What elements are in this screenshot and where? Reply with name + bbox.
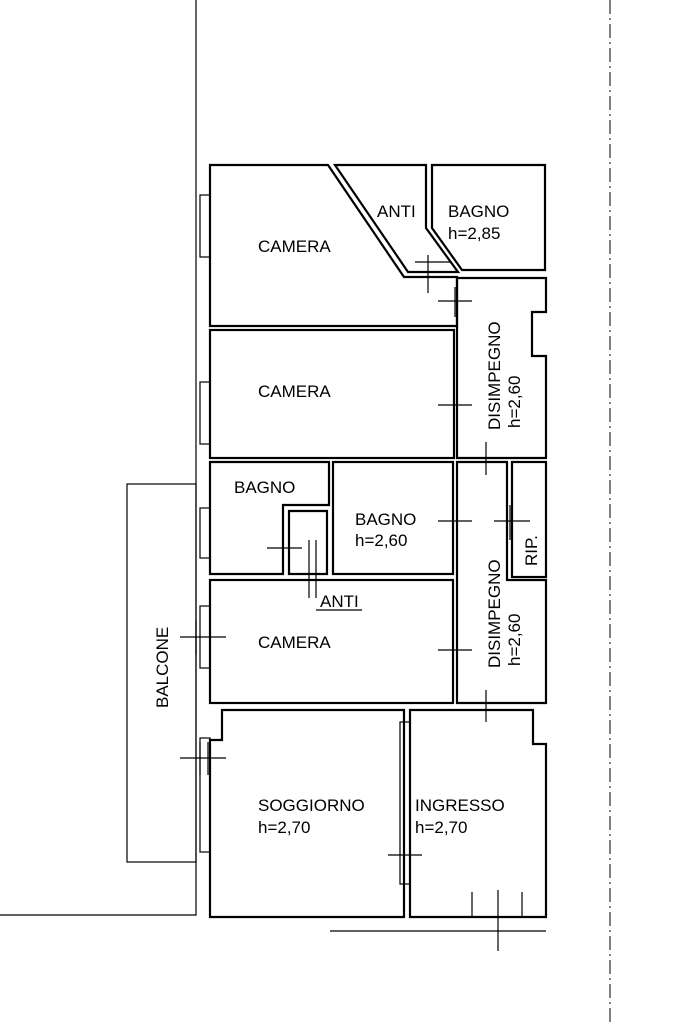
disimpegno-2-walls xyxy=(455,460,548,705)
label-bagno-3-height: h=2,60 xyxy=(355,531,407,550)
camera-2-walls xyxy=(208,328,456,460)
anti-2-walls xyxy=(287,509,329,576)
label-disimpegno-1: DISIMPEGNO xyxy=(485,321,504,430)
label-bagno-1-height: h=2,85 xyxy=(448,224,500,243)
camera-3-walls xyxy=(208,578,455,705)
label-bagno-2: BAGNO xyxy=(234,478,295,497)
label-ingresso: INGRESSO xyxy=(415,796,505,815)
label-balcone: BALCONE xyxy=(153,627,172,708)
label-camera-2: CAMERA xyxy=(258,382,331,401)
door-marks xyxy=(180,255,546,951)
disimpegno-1-walls xyxy=(455,276,548,460)
label-anti-2: ANTI xyxy=(320,592,359,611)
soggiorno-walls xyxy=(208,708,406,919)
ripostiglio-walls xyxy=(510,460,548,579)
label-anti-1: ANTI xyxy=(377,202,416,221)
label-disimpegno-2: DISIMPEGNO xyxy=(485,559,504,668)
label-soggiorno: SOGGIORNO xyxy=(258,796,365,815)
label-camera-1: CAMERA xyxy=(258,237,331,256)
camera-1-walls xyxy=(208,163,459,328)
label-ingresso-height: h=2,70 xyxy=(415,818,467,837)
label-disimpegno-1-height: h=2,60 xyxy=(505,376,524,428)
label-disimpegno-2-height: h=2,60 xyxy=(505,614,524,666)
label-bagno-3: BAGNO xyxy=(355,510,416,529)
label-camera-3: CAMERA xyxy=(258,633,331,652)
label-soggiorno-height: h=2,70 xyxy=(258,818,310,837)
bagno-2-walls xyxy=(208,460,331,576)
site-lines xyxy=(0,0,611,1023)
bagno-3-walls xyxy=(331,460,455,576)
room-labels: CAMERA ANTI BAGNO h=2,85 CAMERA DISIMPEG… xyxy=(153,202,541,837)
ingresso-walls xyxy=(408,708,548,919)
anti-1-walls xyxy=(332,163,461,274)
label-ripostiglio: RIP. xyxy=(522,535,541,566)
wall-outlines xyxy=(208,163,548,919)
label-bagno-1: BAGNO xyxy=(448,202,509,221)
bagno-1-walls xyxy=(430,163,547,272)
